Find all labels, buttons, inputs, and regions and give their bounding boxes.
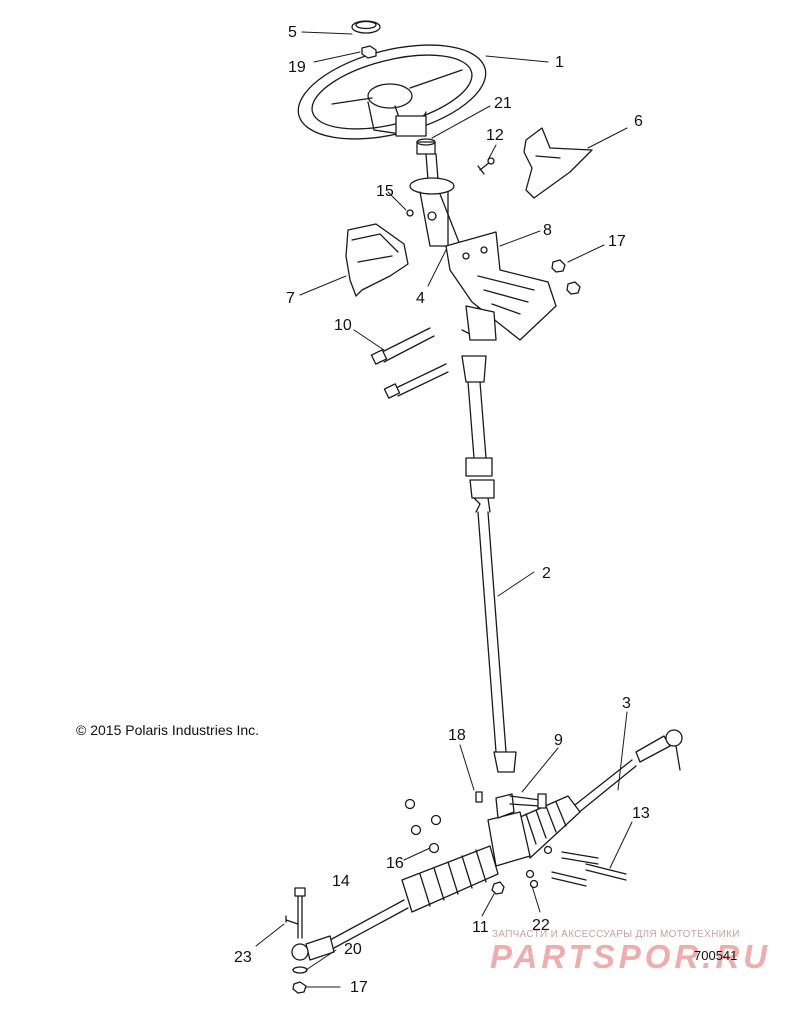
callout-3: 3 — [622, 695, 631, 712]
callout-5: 5 — [288, 24, 297, 41]
pinion-bolt-part — [509, 793, 547, 809]
intermediate-shaft-part — [461, 355, 517, 773]
callout-11: 11 — [472, 919, 489, 936]
cotter-pin-part — [285, 915, 299, 925]
callout-23: 23 — [234, 949, 252, 966]
tie-rod-nut-part — [292, 981, 307, 994]
callout-1: 1 — [555, 54, 564, 71]
steering-column-part — [409, 153, 481, 335]
clip-part — [475, 791, 483, 803]
callout-12: 12 — [486, 127, 504, 144]
watermark-brand: PARTSPOR.RU — [490, 938, 772, 975]
callout-4: 4 — [416, 290, 425, 307]
rack-nut-part — [404, 798, 442, 854]
tie-rod-bolt-part — [294, 887, 306, 939]
column-cover-left-part — [345, 223, 409, 297]
callout-22: 22 — [532, 917, 550, 934]
spacer-part — [416, 138, 436, 155]
callout-15: 15 — [376, 183, 394, 200]
callout-19: 19 — [288, 59, 306, 76]
tie-rod-washer-part — [292, 966, 308, 974]
callout-18: 18 — [448, 727, 466, 744]
flange-nut-part — [551, 259, 581, 295]
callout-21: 21 — [494, 95, 512, 112]
callout-8: 8 — [543, 222, 552, 239]
callout-9: 9 — [554, 732, 563, 749]
callout-labels: 1 2 3 4 5 6 7 8 9 10 11 12 13 14 15 16 1… — [234, 24, 650, 996]
callout-17-upper: 17 — [608, 233, 626, 250]
figure-number: 700541 — [694, 948, 738, 963]
callout-7: 7 — [286, 290, 295, 307]
rack-bolt-part — [551, 851, 627, 887]
column-bracket-part — [445, 231, 557, 341]
callout-17-lower: 17 — [350, 979, 368, 996]
callout-6: 6 — [634, 113, 643, 130]
copyright-text: © 2015 Polaris Industries Inc. — [76, 722, 260, 738]
leader-lines — [255, 31, 633, 988]
callout-10: 10 — [334, 317, 352, 334]
nut-part — [406, 209, 414, 217]
callout-13: 13 — [632, 805, 650, 822]
washer-part — [525, 845, 553, 889]
steering-rack-part — [291, 729, 683, 961]
screw-part — [477, 157, 495, 175]
long-bolt-part — [370, 327, 449, 399]
callout-20: 20 — [344, 941, 362, 958]
column-cover-right-part — [523, 127, 593, 199]
steering-wheel-part — [297, 44, 487, 140]
callout-14: 14 — [332, 873, 350, 890]
callout-16: 16 — [386, 855, 404, 872]
callout-2: 2 — [542, 565, 551, 582]
watermark-tagline: ЗАПЧАСТИ И АКСЕССУАРЫ ДЛЯ МОТОТЕХНИКИ — [492, 929, 740, 940]
horn-cap-part — [351, 20, 381, 34]
wheel-nut-part — [361, 45, 377, 59]
rack-flange-nut-part — [491, 881, 505, 895]
